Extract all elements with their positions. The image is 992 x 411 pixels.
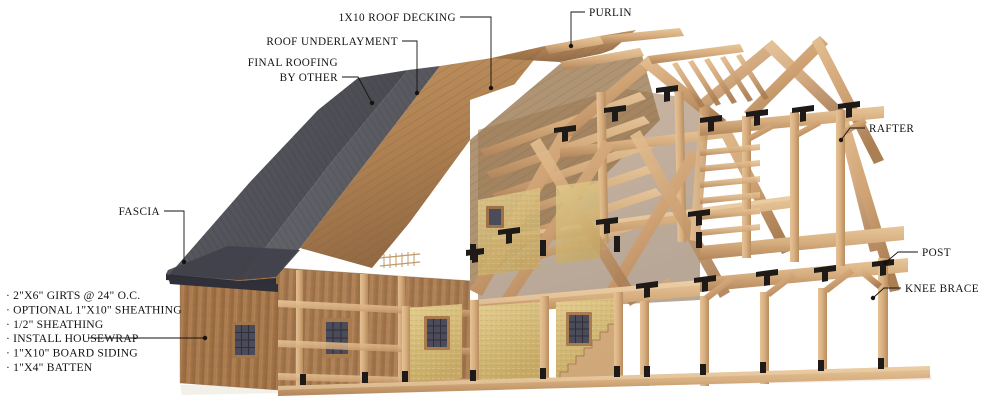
leader-line-fascia xyxy=(164,210,185,262)
callout-label-knee-brace: KNEE BRACE xyxy=(905,283,979,295)
leader-dot-roof-decking xyxy=(488,85,494,91)
callout-label-roof-underlayment: ROOF UNDERLAYMENT xyxy=(266,36,398,48)
callout-roof-decking: 1X10 ROOF DECKING xyxy=(339,12,494,91)
roof-underlayment-layer xyxy=(238,66,440,280)
leader-line-roof-decking xyxy=(460,16,492,88)
window-front-wall-a xyxy=(322,318,352,358)
callout-label-fascia: FASCIA xyxy=(119,206,160,218)
leader-dot-rafter xyxy=(838,137,844,143)
callout-final-roofing: FINAL ROOFING BY OTHER xyxy=(248,57,375,106)
window-bay-b xyxy=(424,316,450,350)
leader-line-roof-underlayment xyxy=(402,40,418,93)
steel-connector-plates xyxy=(300,85,894,385)
spec-note-line-2: · OPTIONAL 1"X10" SHEATHING xyxy=(6,303,182,316)
callout-label-post: POST xyxy=(922,247,951,259)
leader-dot-wall-notes xyxy=(202,335,208,341)
callout-roof-underlayment: ROOF UNDERLAYMENT xyxy=(266,36,420,96)
leader-line-purlin xyxy=(570,11,585,46)
leader-dot-knee-brace xyxy=(870,295,876,301)
leader-line-knee-brace xyxy=(872,287,901,299)
callout-group: 1X10 ROOF DECKING ROOF UNDERLAYMENT FINA… xyxy=(119,7,979,301)
callout-knee-brace: KNEE BRACE xyxy=(870,283,979,301)
wall-assembly-notes-block: · 2"X6" GIRTS @ 24" O.C. · OPTIONAL 1"X1… xyxy=(6,289,208,374)
callout-label-final-roofing-line2: BY OTHER xyxy=(280,72,339,84)
purlins xyxy=(545,28,744,70)
callout-label-rafter: RAFTER xyxy=(869,123,914,135)
window-left-wall xyxy=(232,322,258,358)
sill-beams xyxy=(278,366,930,396)
leader-line-post xyxy=(884,251,918,264)
callout-post: POST xyxy=(882,247,951,266)
callout-label-purlin: PURLIN xyxy=(589,7,632,19)
leader-dot-purlin xyxy=(568,43,574,49)
leader-dot-fascia xyxy=(181,259,187,265)
spec-note-line-6: · 1"X4" BATTEN xyxy=(6,361,93,374)
callout-purlin: PURLIN xyxy=(568,7,632,49)
leader-dot-post xyxy=(882,260,888,266)
spec-note-line-4: · INSTALL HOUSEWRAP xyxy=(6,332,139,345)
interior-staircase xyxy=(536,323,614,386)
callout-fascia: FASCIA xyxy=(119,206,187,265)
eave-overhang-left xyxy=(168,276,278,292)
leader-dot-final-roofing xyxy=(369,100,375,106)
leader-line-rafter xyxy=(840,127,865,141)
spec-note-line-3: · 1/2" SHEATHING xyxy=(6,318,104,331)
rafter-array-back-slope xyxy=(672,54,769,108)
roof-final-shingles xyxy=(168,70,408,280)
callout-label-roof-decking: 1X10 ROOF DECKING xyxy=(339,12,456,24)
lower-level-posts xyxy=(402,292,623,386)
callout-label-final-roofing-line1: FINAL ROOFING xyxy=(248,57,338,69)
spec-note-line-5: · 1"X10" BOARD SIDING xyxy=(6,347,138,360)
callout-rafter: RAFTER xyxy=(838,123,914,143)
spec-note-line-1: · 2"X6" GIRTS @ 24" O.C. xyxy=(6,289,140,302)
window-bay-c xyxy=(566,312,592,346)
joist-ladder-array xyxy=(700,144,760,236)
window-loft xyxy=(486,206,504,228)
leader-dot-roof-underlayment xyxy=(414,90,420,96)
leader-line-final-roofing xyxy=(342,76,373,104)
